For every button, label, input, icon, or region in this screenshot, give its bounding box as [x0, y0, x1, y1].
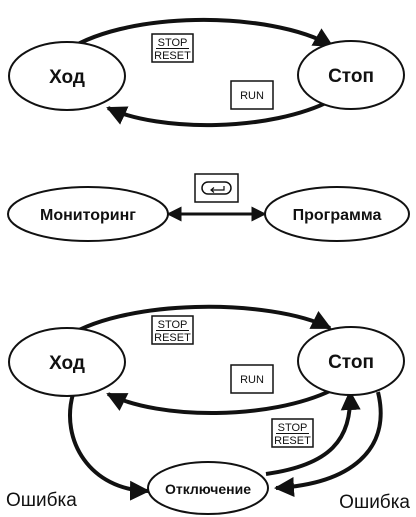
error-label-left: Ошибка: [6, 490, 77, 511]
node-trip-label: Отключение: [165, 481, 251, 497]
key-stop-side-label: STOP: [278, 422, 308, 434]
node-stop-3: Стоп: [297, 326, 405, 396]
node-stop: Стоп: [297, 40, 405, 110]
arrow-run-to-stop-3: [60, 304, 332, 342]
diagram-monitoring-program: Мониторинг Программа: [7, 173, 410, 242]
node-run-3-label: Ход: [49, 353, 85, 374]
run-key: RUN: [230, 80, 274, 110]
key-reset-top-label: RESET: [154, 332, 191, 344]
stop-reset-key-top: STOP RESET: [151, 315, 194, 345]
run-key-3: RUN: [230, 364, 274, 394]
key-run-3-label: RUN: [240, 374, 264, 386]
arrow-stop-to-trip: [274, 391, 383, 498]
stop-reset-key: STOP RESET: [151, 33, 194, 63]
node-monitoring: Мониторинг: [7, 186, 169, 242]
node-program: Программа: [264, 186, 410, 242]
node-run-label: Ход: [49, 67, 85, 88]
node-stop-label: Стоп: [328, 66, 374, 87]
key-stop-label: STOP: [158, 37, 188, 49]
arrow-run-to-stop: [60, 18, 334, 56]
node-run-3: Ход: [8, 327, 126, 397]
diagram-run-stop: Ход Стоп STOP RESET RUN: [8, 18, 405, 128]
arrow-trip-to-stop: [265, 390, 361, 476]
key-reset-side-label: RESET: [274, 435, 311, 447]
return-key: [194, 173, 239, 203]
node-stop-3-label: Стоп: [328, 352, 374, 373]
node-run: Ход: [8, 41, 126, 111]
return-key-icon: [201, 181, 232, 195]
key-reset-label: RESET: [154, 50, 191, 62]
arrow-run-to-trip: [68, 393, 150, 501]
arrow-stop-to-run-3: [106, 388, 333, 415]
node-program-label: Программа: [293, 207, 382, 224]
key-run-label: RUN: [240, 90, 264, 102]
node-trip: Отключение: [147, 461, 269, 515]
node-monitoring-label: Мониторинг: [40, 207, 136, 224]
error-label-right: Ошибка: [339, 492, 410, 513]
stop-reset-key-side: STOP RESET: [271, 418, 314, 448]
arrow-stop-to-run: [106, 98, 333, 128]
diagram-with-trip: Ход Стоп Отключение STOP RESET RUN STOP …: [6, 304, 410, 515]
key-stop-top-label: STOP: [158, 319, 188, 331]
